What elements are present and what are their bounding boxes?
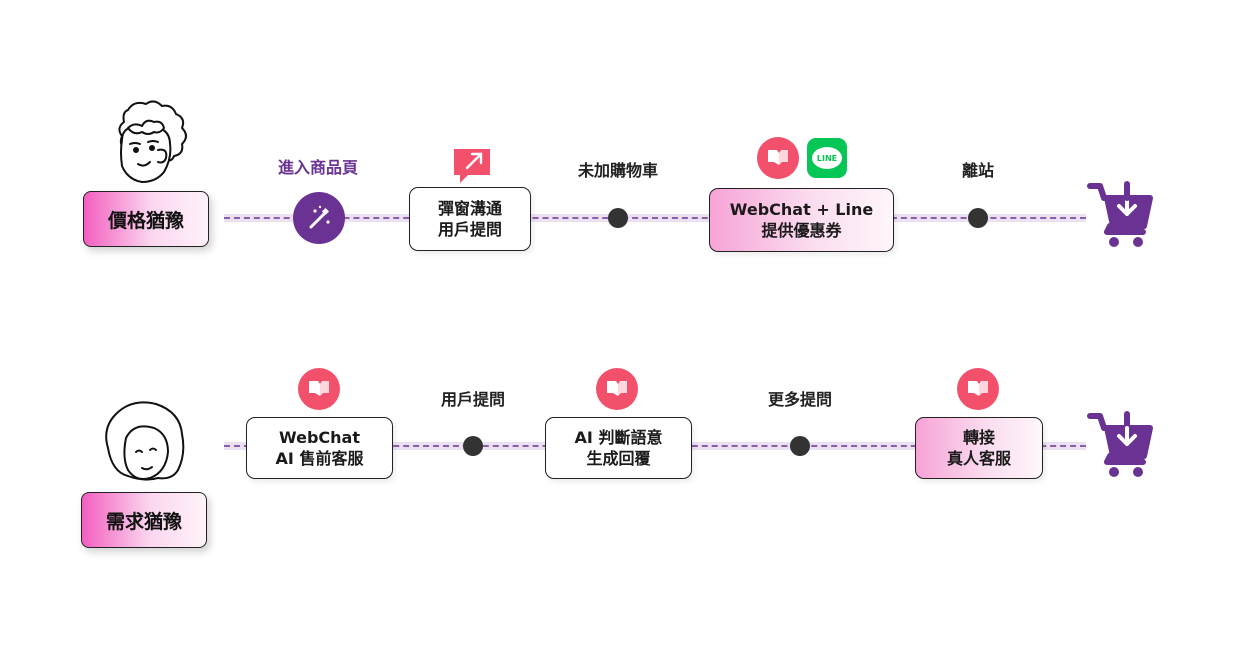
step-webchat-line-box: WebChat + Line 提供優惠券: [709, 188, 894, 252]
person-avatar-icon: [105, 401, 185, 481]
label-not-add-to-cart: 未加購物車: [577, 161, 659, 180]
step-human-line1: 轉接: [962, 428, 995, 447]
step-presale-line1: WebChat: [279, 428, 360, 447]
step-presale-box: WebChat AI 售前客服: [246, 417, 393, 479]
webchat-icon: [596, 368, 638, 410]
label-more-questions: 更多提問: [767, 390, 833, 409]
magic-wand-icon: [293, 192, 345, 244]
step-presale-line2: AI 售前客服: [275, 449, 364, 468]
webchat-icon: [298, 368, 340, 410]
timeline-dot: [608, 208, 628, 228]
webchat-icon: [757, 137, 799, 179]
popup-chat-icon: [454, 149, 490, 183]
webchat-icon: [957, 368, 999, 410]
label-leave-site: 離站: [961, 161, 995, 180]
step-webchat-line-line1: WebChat + Line: [729, 200, 874, 219]
step-ai-line2: 生成回覆: [586, 449, 651, 468]
timeline-dot: [790, 436, 810, 456]
persona-label-price-hesitation: 價格猶豫: [83, 191, 209, 247]
line-logo-text: LINE: [812, 147, 842, 169]
shopping-cart-icon: [1087, 411, 1153, 477]
step-ai-line1: AI 判斷語意: [574, 428, 663, 447]
label-user-question: 用戶提問: [440, 390, 506, 409]
persona-label-need-hesitation: 需求猶豫: [81, 492, 207, 548]
step-ai-box: AI 判斷語意 生成回覆: [545, 417, 692, 479]
step-human-line2: 真人客服: [946, 449, 1011, 468]
timeline-dot: [463, 436, 483, 456]
line-icon: LINE: [807, 138, 847, 178]
shopping-cart-icon: [1087, 181, 1153, 247]
step-popup-box: 彈窗溝通 用戶提問: [409, 187, 531, 251]
step-popup-line1: 彈窗溝通: [437, 199, 502, 218]
step-webchat-line-line2: 提供優惠券: [761, 221, 842, 240]
step-popup-line2: 用戶提問: [437, 220, 502, 239]
timeline-track-1: [224, 214, 1086, 222]
person-avatar-icon: [118, 100, 187, 183]
step-human-box: 轉接 真人客服: [915, 417, 1043, 479]
timeline-dot: [968, 208, 988, 228]
label-enter-product-page: 進入商品頁: [277, 158, 359, 177]
